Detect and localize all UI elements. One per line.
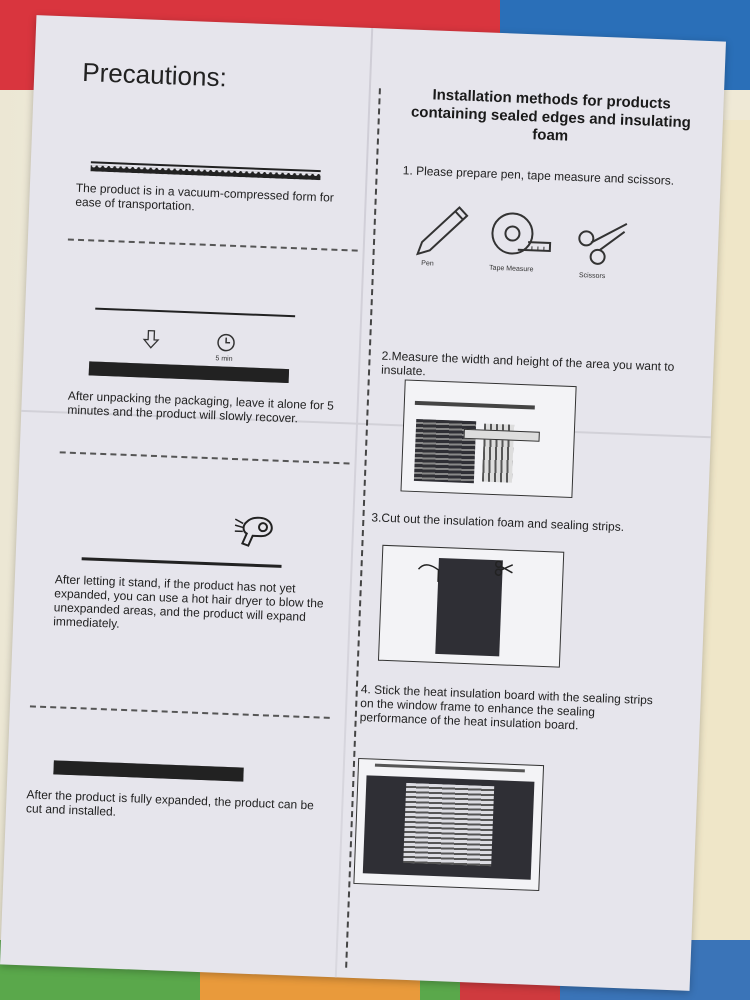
installation-step-3: 3.Cut out the insulation foam and sealin… (371, 510, 625, 535)
window-ac-unit-installed (403, 782, 495, 867)
precaution-step-4: After the product is fully expanded, the… (25, 787, 315, 819)
timer-label: 5 min (215, 355, 233, 363)
hair-dryer-icon (232, 513, 278, 560)
installed-board-figure (353, 758, 545, 892)
section-divider-3 (29, 705, 330, 719)
instruction-leaflet: Precautions: The product is in a vacuum-… (0, 15, 726, 991)
precaution-step-1: The product is in a vacuum-compressed fo… (75, 180, 335, 214)
measure-window-figure (400, 379, 577, 499)
precaution-step-2: After unpacking the packaging, leave it … (67, 388, 335, 426)
section-divider-1 (67, 238, 358, 252)
scissors-icon-small (494, 560, 515, 582)
precaution-step-3: After letting it stand, if the product h… (52, 572, 324, 631)
sealing-strip-curl (416, 561, 441, 589)
installation-step-4: 4. Stick the heat insulation board with … (359, 682, 654, 733)
installation-step-1: 1. Please prepare pen, tape measure and … (402, 163, 675, 188)
tool-label-scissors: Scissors (578, 272, 606, 281)
window-frame-top (414, 400, 535, 410)
tape-measure-icon (487, 209, 555, 268)
expanded-product-line (81, 557, 282, 568)
window-frame-top-installed (374, 763, 525, 773)
flat-product-line (95, 307, 296, 318)
clock-icon (215, 332, 236, 358)
fully-expanded-product-illustration (53, 760, 244, 782)
cut-foam-figure (377, 544, 565, 668)
insulation-foam-board (435, 557, 503, 657)
pen-icon (409, 202, 471, 265)
scissors-icon (575, 216, 631, 273)
expanding-product-illustration (88, 361, 290, 384)
section-divider-2 (59, 451, 350, 465)
installation-title: Installation methods for products contai… (410, 86, 692, 145)
tool-label-pen: Pen (421, 260, 434, 268)
down-arrow-icon (142, 329, 161, 355)
precautions-title: Precautions: (81, 56, 228, 93)
tool-label-tape-measure: Tape Measure (488, 264, 534, 274)
